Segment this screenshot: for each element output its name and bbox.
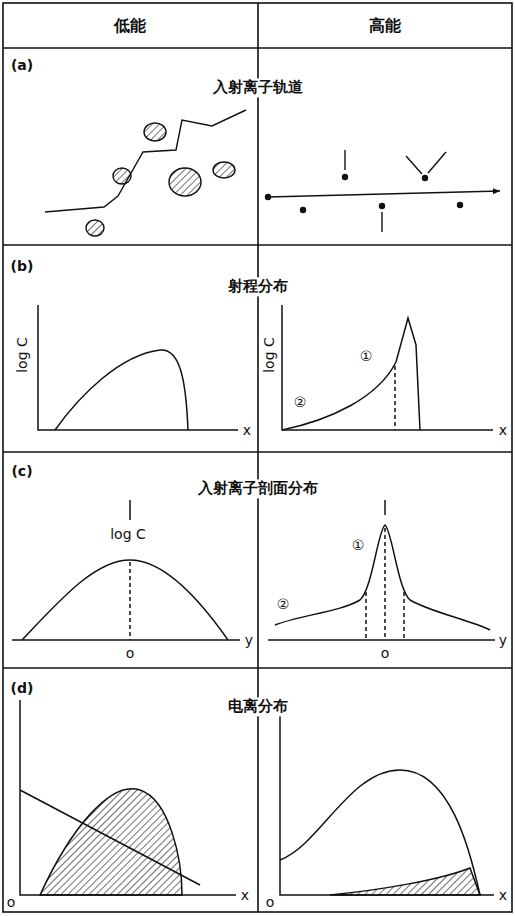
axes: [280, 700, 494, 895]
target-atom: [144, 123, 166, 141]
row-divider: [3, 667, 512, 669]
recoil-dot: [458, 203, 463, 208]
panel-letter: (b): [11, 258, 34, 274]
high-energy-trajectory: [266, 150, 501, 232]
axis-label: x: [243, 422, 251, 438]
table-grid: [3, 3, 512, 912]
dashed-line: [365, 592, 367, 640]
axis: [12, 639, 240, 641]
axis-label: y: [499, 632, 507, 648]
curve-number: ①: [360, 348, 373, 364]
recoil-dot: [380, 204, 385, 209]
low-energy-trajectory: [45, 110, 246, 236]
panel-title: 入射离子轨道: [209, 78, 307, 97]
recoil-dot: [301, 208, 306, 213]
recoil-dot: [343, 175, 348, 180]
target-atom: [86, 220, 104, 236]
panel-letter: (c): [11, 463, 32, 479]
dashed-line: [403, 592, 405, 640]
ionization-curve: [280, 770, 480, 895]
axis-tick: [384, 500, 386, 515]
panel-letter: (d): [11, 680, 34, 696]
curve-number: ②: [294, 394, 307, 410]
ion-path: [45, 110, 246, 212]
axis-label: x: [241, 887, 249, 903]
column-header: 高能: [369, 17, 401, 35]
recoil-track: [344, 150, 345, 170]
ion-path: [268, 191, 500, 197]
dashed-line: [129, 562, 131, 640]
axes: [38, 305, 238, 430]
profile-plots: [12, 500, 495, 640]
ionization-plots: [20, 700, 494, 895]
origin-label: o: [381, 645, 390, 661]
axis-label: log C: [110, 526, 146, 542]
origin-label: o: [266, 894, 275, 910]
range-plots: [38, 305, 493, 430]
target-atom: [113, 168, 131, 184]
curve-number: ①: [352, 537, 365, 553]
axis-label: x: [499, 422, 507, 438]
axis-label: log C: [14, 337, 30, 373]
column-header: 低能: [114, 17, 146, 35]
ionization-line: [20, 790, 200, 885]
profile-curve: [275, 525, 490, 630]
panel-title: 电离分布: [224, 697, 292, 716]
recoil-dot: [423, 176, 428, 181]
target-atom: [213, 162, 235, 178]
column-divider: [257, 3, 259, 912]
target-atom: [169, 168, 201, 196]
row-divider: [3, 451, 512, 453]
dashed-line: [394, 366, 396, 430]
range-curve: [55, 350, 188, 430]
origin-label: o: [126, 645, 135, 661]
dashed-line: [384, 528, 386, 640]
axis-label: x: [499, 887, 507, 903]
row-divider: [3, 244, 512, 246]
recoil-track: [428, 152, 446, 173]
range-curve: [282, 318, 420, 430]
recoil-track: [406, 156, 422, 174]
axis-label: y: [245, 632, 253, 648]
axes: [20, 700, 236, 895]
hatched-region: [40, 789, 182, 895]
recoil-track: [381, 212, 382, 232]
hatched-region: [330, 868, 480, 895]
panel-title: 入射离子剖面分布: [194, 479, 322, 498]
axis-label: log C: [261, 337, 277, 373]
entry-dot: [266, 195, 271, 200]
origin-label: o: [7, 894, 16, 910]
axes: [282, 305, 493, 430]
profile-curve: [22, 560, 228, 640]
axis: [268, 639, 495, 641]
curve-number: ②: [277, 596, 290, 612]
axis-tick: [129, 500, 131, 520]
table-border: [3, 3, 512, 912]
panel-title: 射程分布: [224, 277, 292, 296]
panel-letter: (a): [11, 57, 33, 73]
row-divider: [3, 47, 512, 49]
